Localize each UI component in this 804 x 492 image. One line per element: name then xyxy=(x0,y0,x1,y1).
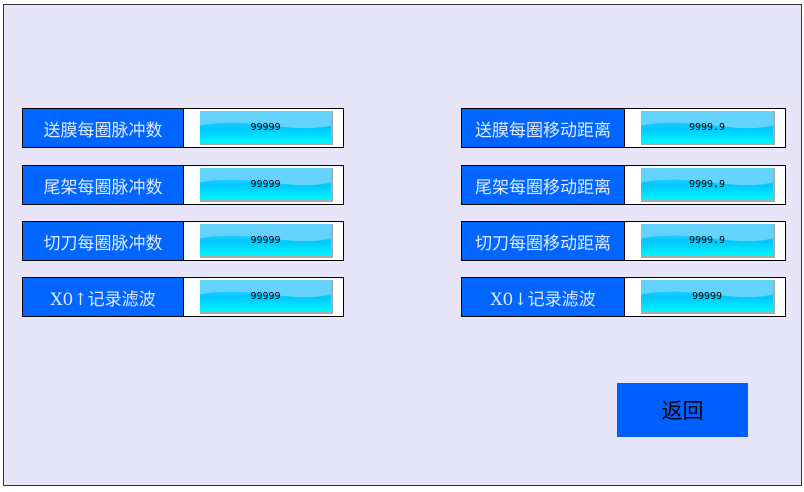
wave-decoration xyxy=(641,224,773,242)
param-value-input[interactable]: 99999 xyxy=(200,111,333,145)
left-param-row: 送膜每圈脉冲数 99999 xyxy=(22,108,344,148)
param-value-input[interactable]: 99999 xyxy=(641,280,775,314)
param-value: 9999.9 xyxy=(688,234,726,246)
param-label: X0↓记录滤波 xyxy=(462,278,625,316)
value-cell: 99999 xyxy=(625,278,785,316)
param-value-input[interactable]: 9999.9 xyxy=(641,168,775,202)
wave-decoration xyxy=(200,280,331,298)
back-button[interactable]: 返回 xyxy=(617,383,748,437)
param-value: 99999 xyxy=(250,234,281,246)
param-value: 99999 xyxy=(250,290,281,302)
param-label: X0↑记录滤波 xyxy=(23,278,184,316)
value-cell: 9999.9 xyxy=(625,109,785,147)
left-param-row: 尾架每圈脉冲数 99999 xyxy=(22,165,344,205)
right-param-row: X0↓记录滤波 99999 xyxy=(461,277,786,317)
param-value: 99999 xyxy=(250,178,281,190)
wave-decoration xyxy=(641,280,773,298)
param-label: 尾架每圈移动距离 xyxy=(462,166,625,204)
wave-decoration xyxy=(200,111,331,129)
param-label: 送膜每圈脉冲数 xyxy=(23,109,184,147)
param-value: 99999 xyxy=(691,290,723,302)
param-value-input[interactable]: 99999 xyxy=(200,280,333,314)
param-value: 99999 xyxy=(250,121,281,133)
param-value-input[interactable]: 9999.9 xyxy=(641,111,775,145)
param-label: 切刀每圈脉冲数 xyxy=(23,222,184,260)
param-label: 尾架每圈脉冲数 xyxy=(23,166,184,204)
right-param-row: 送膜每圈移动距离 9999.9 xyxy=(461,108,786,148)
value-cell: 99999 xyxy=(184,166,343,204)
param-value-input[interactable]: 9999.9 xyxy=(641,224,775,258)
wave-decoration xyxy=(200,224,331,242)
value-cell: 99999 xyxy=(184,278,343,316)
left-param-row: X0↑记录滤波 99999 xyxy=(22,277,344,317)
param-label: 切刀每圈移动距离 xyxy=(462,222,625,260)
wave-decoration xyxy=(641,111,773,129)
left-param-row: 切刀每圈脉冲数 99999 xyxy=(22,221,344,261)
right-param-row: 尾架每圈移动距离 9999.9 xyxy=(461,165,786,205)
param-value: 9999.9 xyxy=(688,121,726,133)
param-value: 9999.9 xyxy=(688,178,726,190)
wave-decoration xyxy=(200,168,331,186)
param-value-input[interactable]: 99999 xyxy=(200,224,333,258)
value-cell: 99999 xyxy=(184,222,343,260)
param-label: 送膜每圈移动距离 xyxy=(462,109,625,147)
value-cell: 99999 xyxy=(184,109,343,147)
value-cell: 9999.9 xyxy=(625,222,785,260)
param-value-input[interactable]: 99999 xyxy=(200,168,333,202)
right-param-row: 切刀每圈移动距离 9999.9 xyxy=(461,221,786,261)
value-cell: 9999.9 xyxy=(625,166,785,204)
wave-decoration xyxy=(641,168,773,186)
